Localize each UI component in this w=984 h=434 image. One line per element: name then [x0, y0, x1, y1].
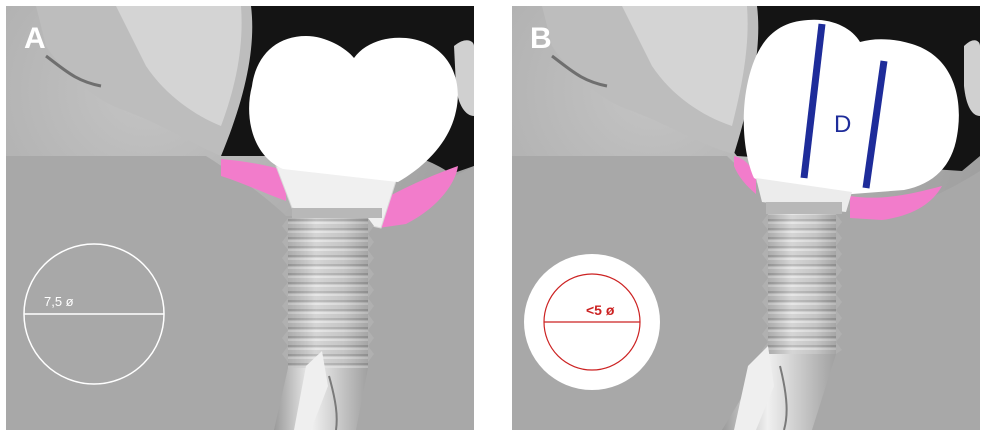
- panel-letter-b: B: [530, 22, 552, 55]
- crown-label: D: [834, 111, 851, 138]
- panel-b: D <5 ø B: [512, 6, 980, 430]
- measurement-label-a: 7,5 ø: [44, 294, 74, 309]
- panel-a-illustration: 7,5 ø A: [6, 6, 474, 430]
- measurement-label-b: <5 ø: [586, 302, 615, 318]
- crown: [249, 36, 458, 182]
- panel-letter-a: A: [24, 22, 46, 55]
- panel-a: 7,5 ø A: [6, 6, 474, 430]
- panel-b-illustration: D <5 ø B: [512, 6, 980, 430]
